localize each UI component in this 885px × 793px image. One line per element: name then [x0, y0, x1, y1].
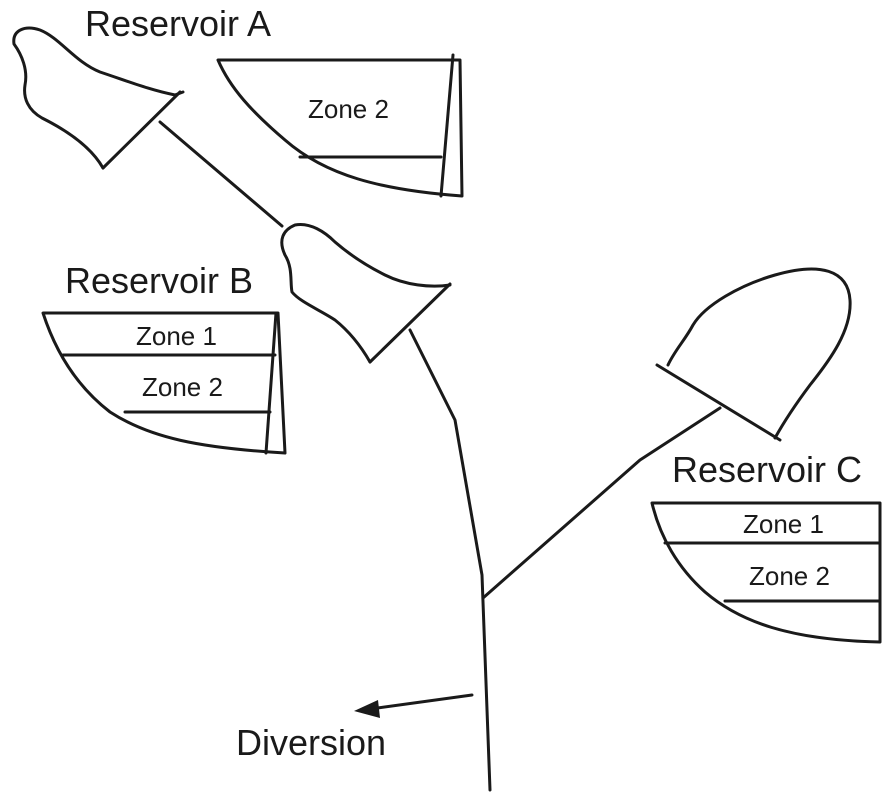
reservoir-c-title: Reservoir C — [672, 449, 862, 490]
reservoir-c-storage — [650, 501, 882, 644]
reservoir-c-dam — [655, 363, 782, 442]
reservoir-b-title: Reservoir B — [65, 260, 253, 301]
reservoir-c-lake — [655, 267, 852, 442]
channel-a-to-b — [158, 120, 284, 228]
reservoir-a-storage — [216, 53, 464, 198]
reservoir-a-title: Reservoir A — [85, 3, 271, 44]
channel-c-to-main — [481, 406, 722, 600]
reservoir-c-lake-outline — [666, 267, 852, 440]
reservoir-a-lake-outline — [12, 26, 185, 170]
reservoir-b-storage-outline — [41, 311, 287, 455]
main-channel — [408, 328, 492, 792]
reservoir-a-wedge — [439, 53, 455, 198]
reservoir-a-zone-2-label: Zone 2 — [308, 94, 389, 124]
reservoir-a-storage-outline — [216, 58, 464, 198]
reservoir-b-lake — [280, 222, 452, 364]
reservoir-b-lake-outline — [280, 222, 452, 364]
reservoir-c-zone-2-label: Zone 2 — [749, 561, 830, 591]
reservoir-b-wedge — [264, 311, 278, 455]
reservoir-a-dam — [101, 90, 182, 170]
reservoir-c-zone-1-label: Zone 1 — [743, 509, 824, 539]
reservoir-b-dam — [368, 282, 452, 364]
reservoir-a-lake — [12, 26, 185, 170]
reservoir-b-storage — [41, 311, 287, 455]
reservoir-b-zone-2-label: Zone 2 — [142, 372, 223, 402]
diversion-arrow-line — [368, 693, 474, 711]
diversion-arrow — [354, 693, 474, 718]
diversion-arrow-head — [354, 700, 380, 718]
reservoir-b-zone-1-label: Zone 1 — [136, 321, 217, 351]
diversion-label: Diversion — [236, 722, 386, 763]
river-network — [158, 120, 722, 792]
reservoir-c-storage-outline — [650, 501, 882, 644]
